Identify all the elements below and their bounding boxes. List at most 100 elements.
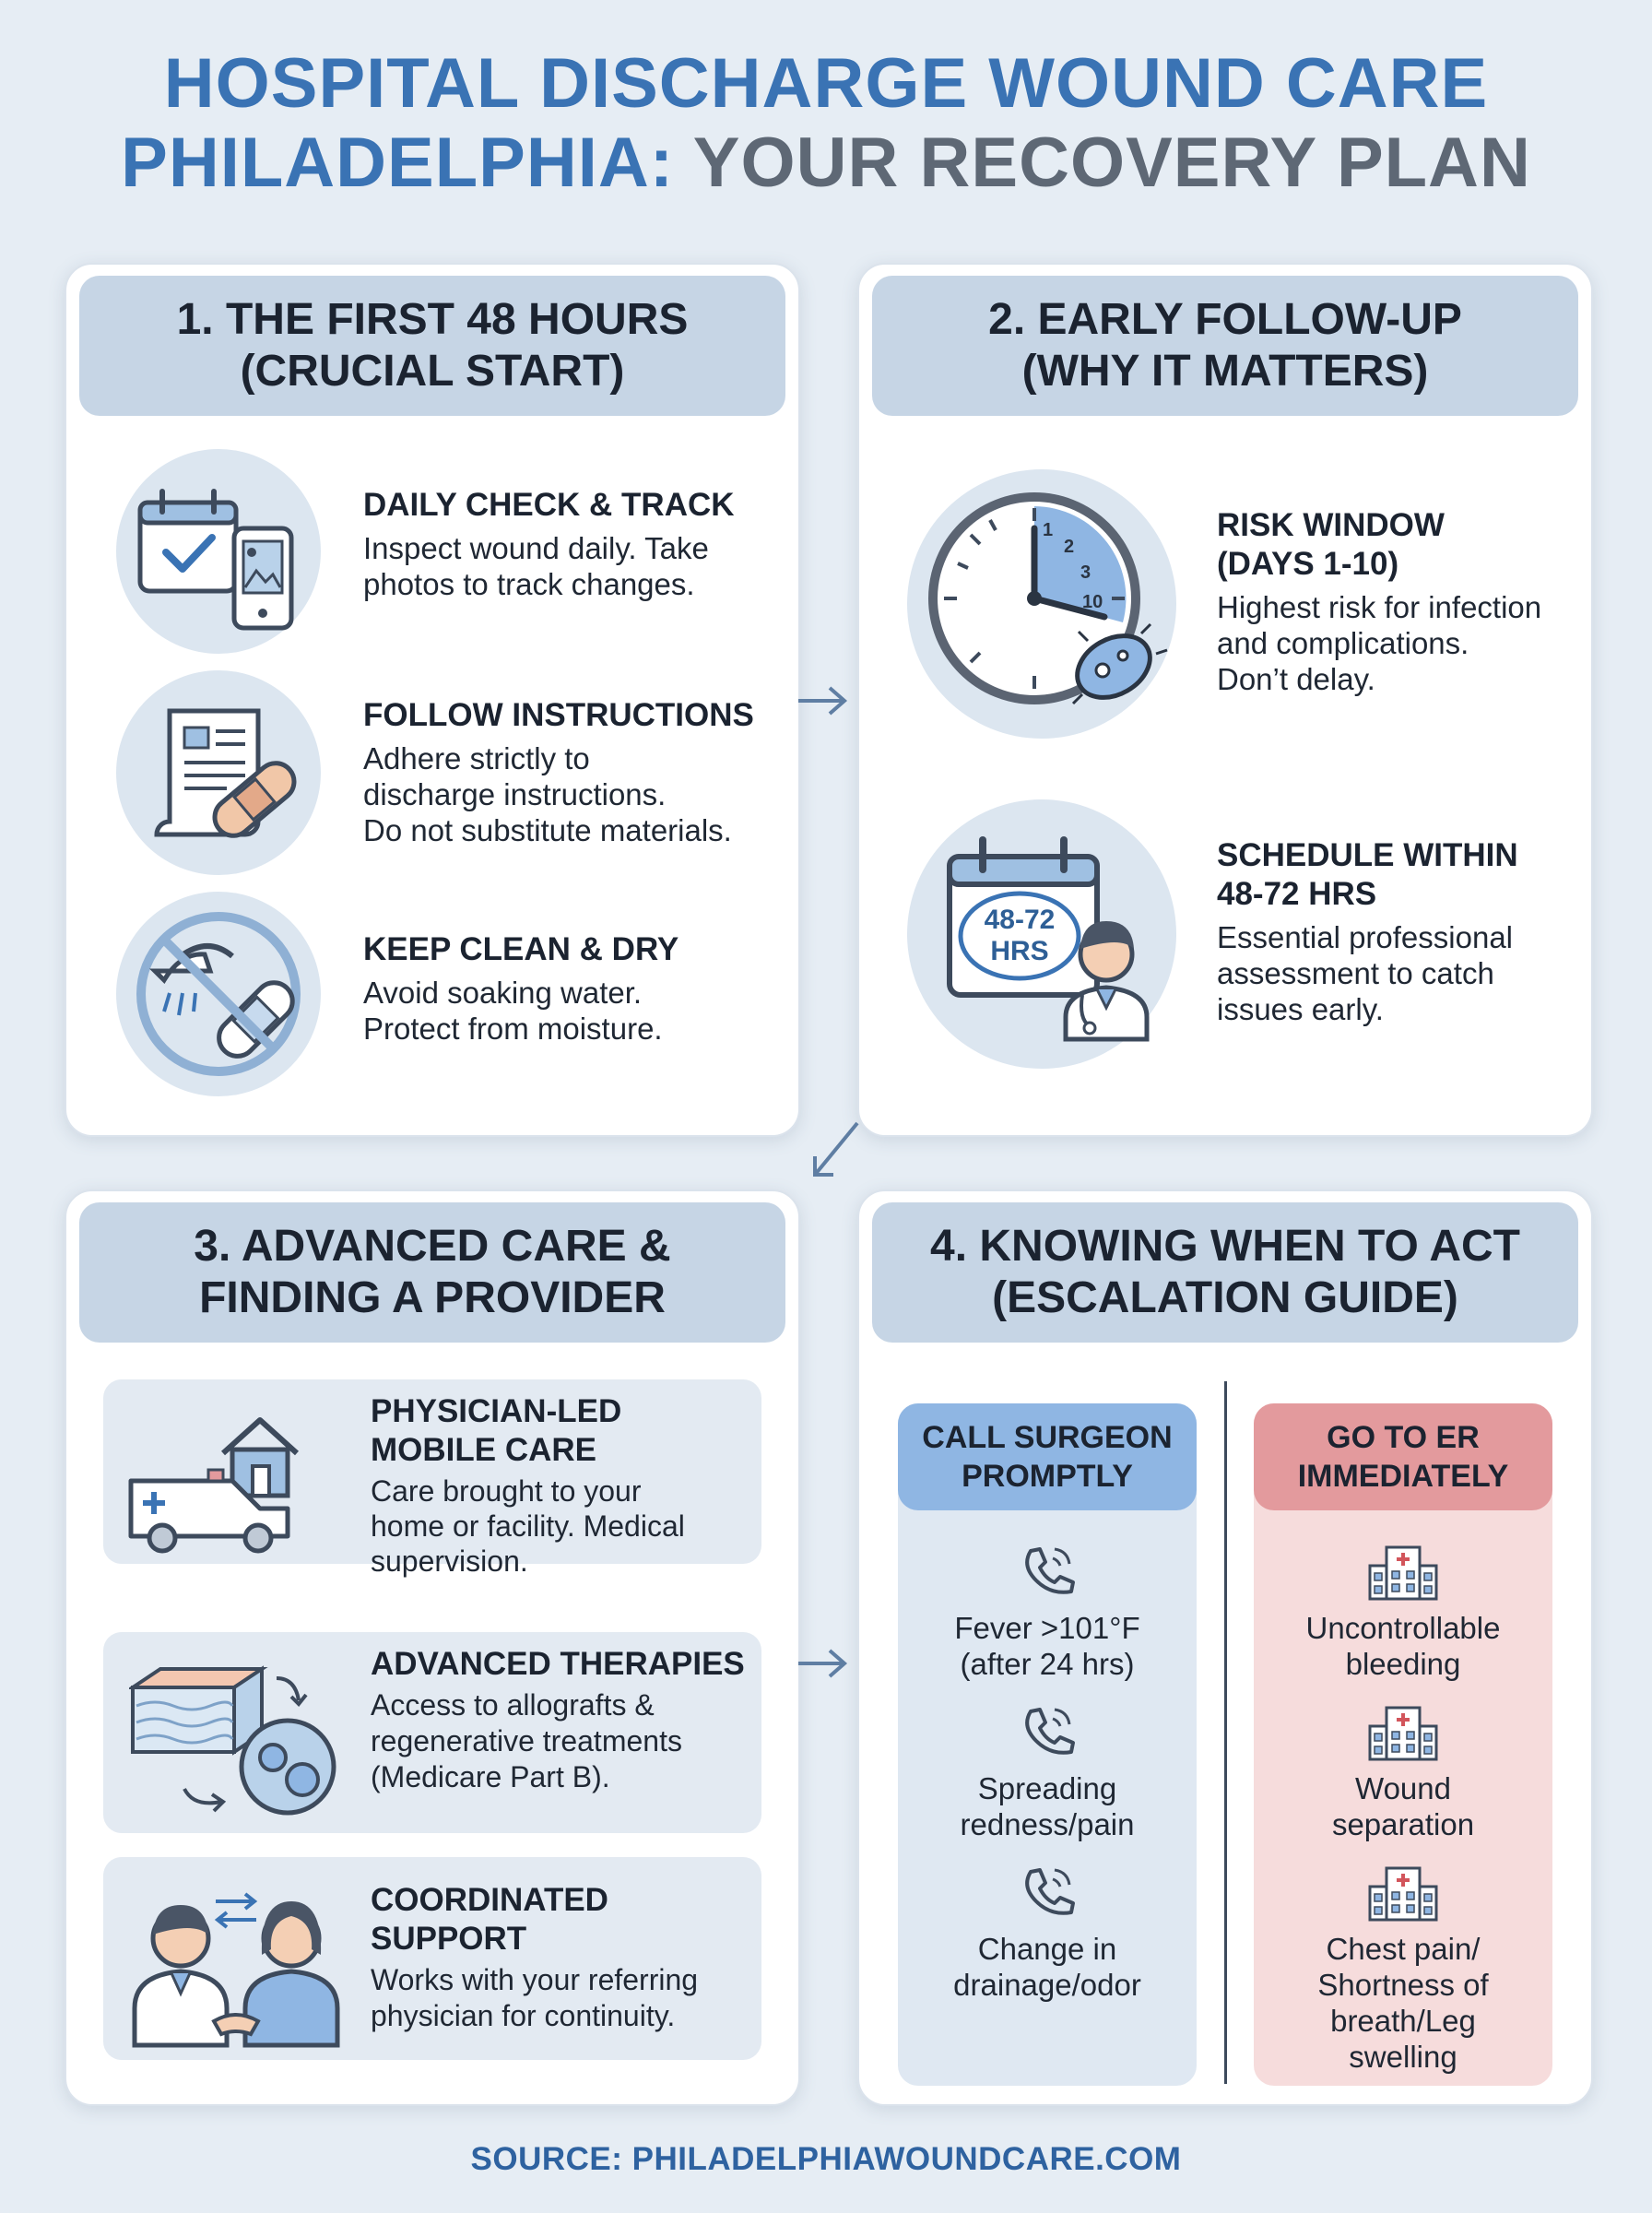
- title-line: (DAYS 1-10): [1217, 546, 1399, 582]
- entry-line: (after 24 hrs): [960, 1647, 1135, 1681]
- item-title-mobile-care: PHYSICIAN-LED MOBILE CARE: [371, 1392, 621, 1470]
- er-entry-bleeding: Uncontrollable bleeding: [1254, 1542, 1552, 1682]
- entry-line: Uncontrollable: [1305, 1611, 1501, 1645]
- arrow-right-icon: [798, 686, 848, 716]
- item-title-risk-window: RISK WINDOW (DAYS 1-10): [1217, 506, 1445, 584]
- section-2-heading: 2. EARLY FOLLOW-UP(WHY IT MATTERS): [872, 276, 1578, 416]
- entry-line: bleeding: [1345, 1647, 1461, 1681]
- hospital-icon: [1368, 1545, 1438, 1601]
- calendar-label: 48-72: [985, 905, 1056, 935]
- item-desc-advanced-therapies: Access to allografts & regenerative trea…: [371, 1687, 682, 1795]
- heading-line: CALL SURGEON: [922, 1420, 1173, 1455]
- item-desc-keep-clean: Avoid soaking water. Protect from moistu…: [363, 975, 663, 1047]
- desc-line: Inspect wound daily. Take: [363, 531, 709, 565]
- ambulance-home-icon: [128, 1417, 300, 1554]
- entry-line: swelling: [1349, 2040, 1457, 2074]
- desc-line: assessment to catch: [1217, 956, 1494, 990]
- phone-icon: [1025, 1868, 1075, 1915]
- item-title-keep-clean: KEEP CLEAN & DRY: [363, 931, 679, 967]
- desc-line: issues early.: [1217, 992, 1384, 1026]
- section-1-heading-line-2: (CRUCIAL START): [240, 347, 625, 396]
- phone-icon: [1025, 1708, 1075, 1755]
- section-first-48-hours: 1. THE FIRST 48 HOURS(CRUCIAL START) DAI…: [65, 263, 800, 1137]
- section-4-heading-line-2: (ESCALATION GUIDE): [992, 1273, 1458, 1322]
- section-4-heading: 4. KNOWING WHEN TO ACT(ESCALATION GUIDE): [872, 1202, 1578, 1343]
- item-title-schedule: SCHEDULE WITHIN 48-72 HRS: [1217, 836, 1518, 914]
- desc-line: photos to track changes.: [363, 567, 695, 601]
- title-line: 48-72 HRS: [1217, 876, 1377, 912]
- er-entry-chest-pain: Chest pain/ Shortness of breath/Leg swel…: [1254, 1863, 1552, 2075]
- section-1-heading-line-1: 1. THE FIRST 48 HOURS: [176, 295, 689, 344]
- title-line: SCHEDULE WITHIN: [1217, 837, 1518, 873]
- call-surgeon-heading: CALL SURGEON PROMPTLY: [898, 1403, 1197, 1510]
- entry-line: separation: [1331, 1807, 1475, 1841]
- section-2-heading-line-1: 2. EARLY FOLLOW-UP: [988, 295, 1462, 344]
- title-line-2-gray: YOUR RECOVERY PLAN: [692, 124, 1531, 202]
- desc-line: Access to allografts &: [371, 1688, 655, 1722]
- panel-coordinated-support: COORDINATED SUPPORT Works with your refe…: [103, 1857, 761, 2060]
- item-title-daily-check: DAILY CHECK & TRACK: [363, 487, 735, 523]
- clock-number: 3: [1080, 562, 1091, 583]
- entry-line: breath/Leg: [1330, 2004, 1476, 2038]
- heading-line: PROMPTLY: [962, 1459, 1133, 1494]
- phone-icon: [1025, 1547, 1075, 1594]
- clock-number: 2: [1064, 537, 1074, 557]
- surgeon-entry-fever: Fever >101°F (after 24 hrs): [898, 1542, 1197, 1682]
- entry-line: Wound: [1355, 1771, 1451, 1805]
- item-desc-follow-instructions: Adhere strictly to discharge instruction…: [363, 740, 732, 848]
- title-line: COORDINATED: [371, 1882, 608, 1918]
- entry-line: Shortness of: [1317, 1968, 1489, 2002]
- heading-line: GO TO ER: [1327, 1420, 1480, 1455]
- item-desc-risk-window: Highest risk for infection and complicat…: [1217, 589, 1541, 697]
- item-title-coordinated-support: COORDINATED SUPPORT: [371, 1881, 608, 1959]
- entry-line: Spreading: [977, 1771, 1117, 1805]
- desc-line: Do not substitute materials.: [363, 813, 732, 847]
- calendar-doctor-icon: 48-72 HRS: [907, 799, 1176, 1069]
- section-3-heading-line-2: FINDING A PROVIDER: [199, 1273, 666, 1322]
- section-2-heading-line-2: (WHY IT MATTERS): [1021, 347, 1429, 396]
- section-4-heading-line-1: 4. KNOWING WHEN TO ACT: [930, 1222, 1520, 1271]
- tissue-cells-icon: [129, 1665, 336, 1816]
- title-line: RISK WINDOW: [1217, 507, 1445, 543]
- hospital-icon: [1368, 1706, 1438, 1761]
- surgeon-entry-redness: Spreading redness/pain: [898, 1702, 1197, 1842]
- item-desc-schedule: Essential professional assessment to cat…: [1217, 919, 1513, 1027]
- entry-line: Fever >101°F: [954, 1611, 1140, 1645]
- section-1-heading: 1. THE FIRST 48 HOURS(CRUCIAL START): [79, 276, 785, 416]
- desc-line: Don’t delay.: [1217, 662, 1375, 696]
- calendar-phone-icon: [116, 449, 321, 654]
- desc-line: supervision.: [371, 1544, 528, 1578]
- title-line: MOBILE CARE: [371, 1432, 596, 1468]
- arrow-right-icon: [798, 1649, 848, 1678]
- panel-mobile-care: PHYSICIAN-LED MOBILE CARE Care brought t…: [103, 1379, 761, 1578]
- desc-line: discharge instructions.: [363, 777, 667, 811]
- title-line-2-blue: PHILADELPHIA:: [121, 124, 675, 202]
- section-escalation-guide: 4. KNOWING WHEN TO ACT(ESCALATION GUIDE)…: [857, 1189, 1593, 2106]
- source-link[interactable]: SOURCE: PHILADELPHIAWOUNDCARE.COM: [470, 2141, 1182, 2177]
- desc-line: home or facility. Medical: [371, 1509, 685, 1543]
- desc-line: physician for continuity.: [371, 1999, 676, 2032]
- clock-number: 10: [1082, 592, 1103, 612]
- calendar-label: HRS: [990, 936, 1048, 966]
- entry-line: drainage/odor: [953, 1968, 1141, 2002]
- desc-line: (Medicare Part B).: [371, 1760, 610, 1793]
- desc-line: Protect from moisture.: [363, 1012, 663, 1046]
- desc-line: Highest risk for infection: [1217, 590, 1542, 624]
- desc-line: Adhere strictly to: [363, 741, 590, 775]
- page-title: HOSPITAL DISCHARGE WOUND CARE PHILADELPH…: [0, 44, 1652, 203]
- panel-advanced-therapies: ADVANCED THERAPIES Access to allografts …: [103, 1632, 761, 1833]
- title-line: SUPPORT: [371, 1921, 527, 1957]
- item-desc-coordinated-support: Works with your referring physician for …: [371, 1962, 698, 2034]
- section-3-heading-line-1: 3. ADVANCED CARE &: [194, 1222, 671, 1271]
- item-desc-daily-check: Inspect wound daily. Take photos to trac…: [363, 530, 709, 602]
- desc-line: Essential professional: [1217, 920, 1514, 954]
- column-call-surgeon: CALL SURGEON PROMPTLY Fever >101°F (after…: [898, 1403, 1197, 2086]
- section-early-follow-up: 2. EARLY FOLLOW-UP(WHY IT MATTERS) 1 2 3: [857, 263, 1593, 1137]
- title-line-2: PHILADELPHIA: YOUR RECOVERY PLAN: [0, 124, 1652, 203]
- desc-line: Works with your referring: [371, 1963, 699, 1996]
- title-line-1: HOSPITAL DISCHARGE WOUND CARE: [163, 44, 1489, 123]
- title-line: PHYSICIAN-LED: [371, 1393, 622, 1429]
- clock-bacteria-icon: 1 2 3 10: [907, 469, 1176, 739]
- item-desc-mobile-care: Care brought to your home or facility. M…: [371, 1473, 685, 1579]
